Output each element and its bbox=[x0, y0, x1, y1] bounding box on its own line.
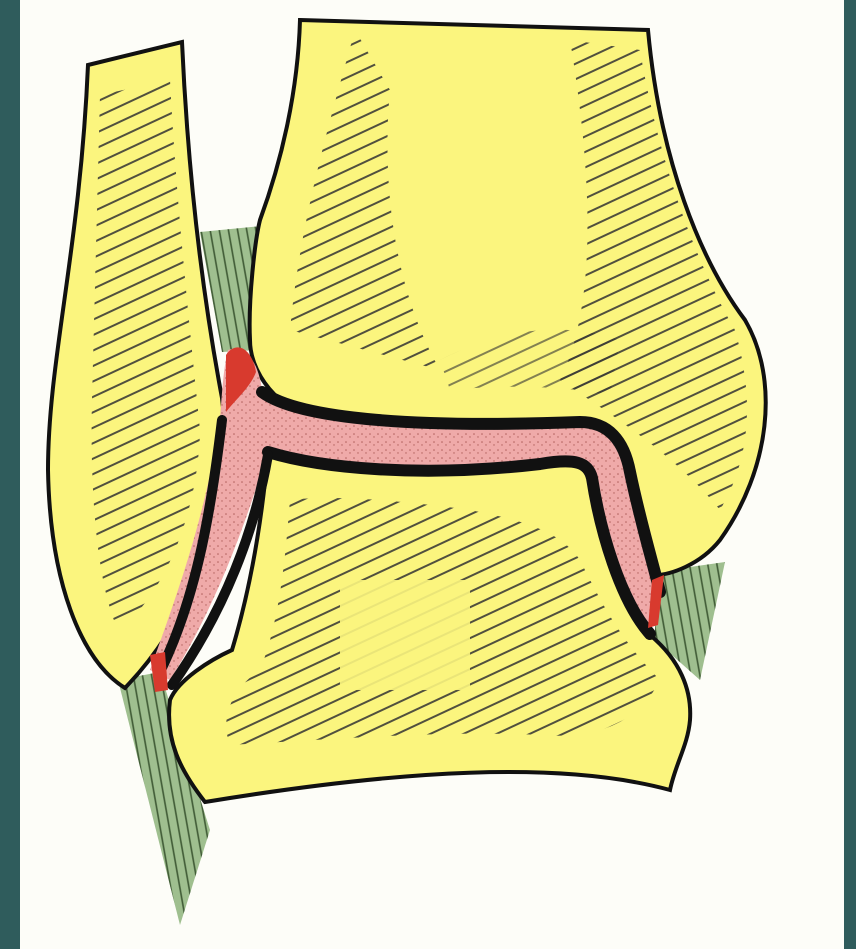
joint-diagram bbox=[20, 0, 844, 949]
illustration-canvas bbox=[20, 0, 844, 949]
